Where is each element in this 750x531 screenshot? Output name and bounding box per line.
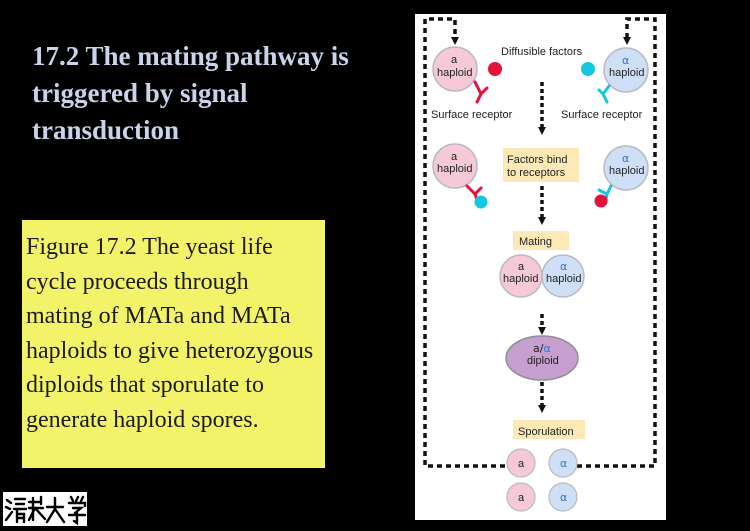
diploid-type: a/α [533,342,551,355]
logo-calligraphy [4,495,87,526]
bound-alpha-haploid-type: α [622,152,629,165]
a-factor [488,62,502,76]
university-logo [3,492,87,526]
right-cycle-arrow [577,17,657,468]
mating-a-label: haploid [503,273,538,285]
bound-a-haploid-type: a [451,151,458,163]
diploid-type-alpha: α [543,342,550,355]
mating-alpha-type: α [560,260,567,273]
left-cycle-arrow [423,17,505,468]
alpha-haploid-type: α [622,54,629,67]
spore-alpha-top [548,448,578,478]
sporulation-box [513,420,585,439]
surface-receptor-right-label: Surface receptor [561,109,643,121]
spore-label-4: α [560,491,567,504]
mating-a-type: a [518,261,525,273]
alpha-haploid-cell [603,47,649,93]
mating-alpha-label: haploid [546,273,581,285]
diploid-cell [505,335,579,381]
figure-caption: Figure 17.2 The yeast life cycle proceed… [26,234,314,433]
a-haploid-label: haploid [437,67,472,79]
bound-a-factor [594,194,608,208]
slide-title: 17.2 The mating pathway is triggered by … [32,41,349,145]
spore-label-2: α [560,457,567,470]
bound-a-haploid-cell [432,143,478,189]
caption-box: Figure 17.2 The yeast life cycle proceed… [22,220,325,468]
mating-box [513,231,569,250]
mating-label: Mating [519,236,552,248]
spore-label-3: a [518,492,525,504]
alpha-factor [581,62,595,76]
bound-alpha-haploid-cell [603,145,649,191]
diploid-type-a: a [533,342,540,355]
a-haploid-cell [432,46,478,92]
spore-alpha-bottom [548,482,578,512]
spore-label-1: a [518,458,525,470]
spore-a-top [506,448,536,478]
yeast-life-cycle-diagram: Diffusible factors a haploid α haploid S… [415,14,666,520]
factors-bind-box [503,148,579,182]
diffusible-factors-label: Diffusible factors [501,46,583,58]
bound-alpha-haploid-label: haploid [609,165,644,177]
alpha-haploid-label: haploid [609,67,644,79]
bound-alpha-factor [474,195,488,209]
diploid-type-slash: / [540,342,544,355]
surface-receptor-left-label: Surface receptor [431,109,513,121]
sporulation-label: Sporulation [518,426,574,438]
mating-alpha-cell [541,254,585,298]
alpha-surface-receptor [597,84,611,104]
a-haploid-type: a [451,54,458,66]
diploid-label: diploid [527,355,559,367]
bound-a-haploid-label: haploid [437,163,472,175]
a-surface-receptor [473,80,489,104]
factors-bind-line1: Factors bind [507,154,568,166]
factors-bind-line2: to receptors [507,167,566,179]
spore-a-bottom [506,482,536,512]
